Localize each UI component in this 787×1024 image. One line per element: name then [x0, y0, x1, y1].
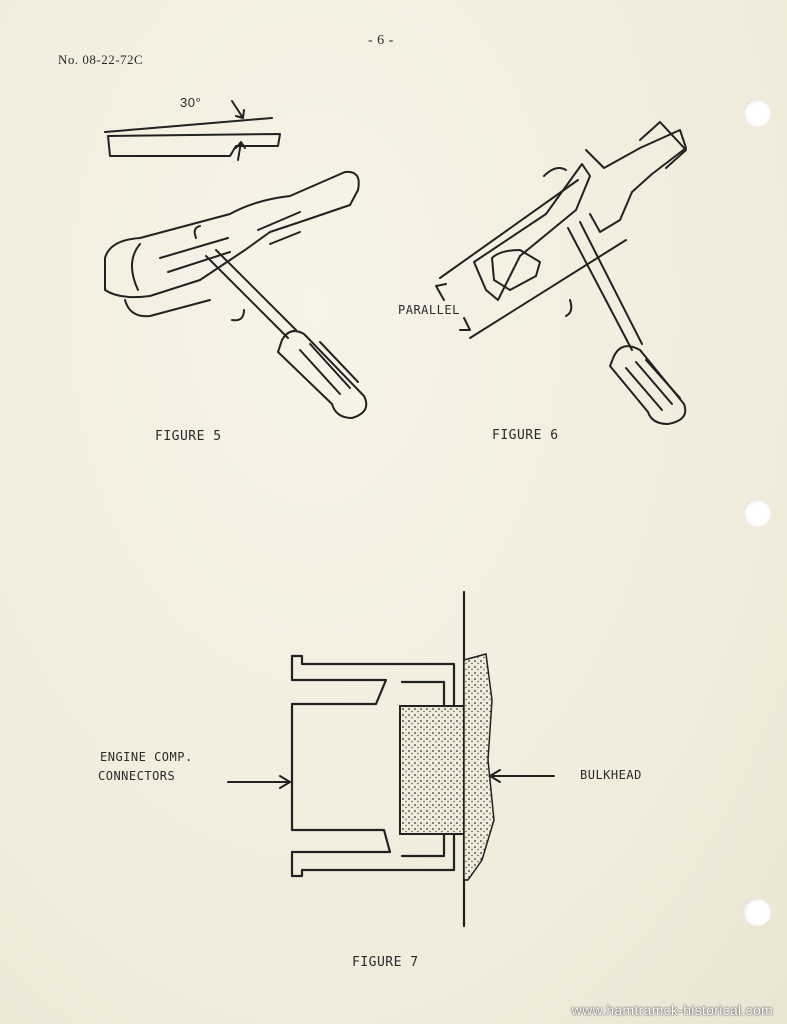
figure-6-caption: FIGURE 6: [492, 428, 559, 443]
website-watermark: www.hamtramck-historical.com: [571, 1002, 773, 1018]
angle-label: 30°: [180, 95, 202, 110]
document-number: No. 08-22-72C: [58, 52, 144, 67]
page-number: - 6 -: [368, 33, 394, 48]
binder-hole: [743, 898, 771, 926]
engine-label-line2: CONNECTORS: [98, 769, 176, 783]
bulkhead-label: BULKHEAD: [580, 768, 642, 782]
binder-hole: [743, 499, 771, 527]
figure-7-caption: FIGURE 7: [352, 955, 419, 970]
engine-label-line1: ENGINE COMP.: [100, 750, 193, 764]
binder-hole: [743, 99, 771, 127]
parallel-label: PARALLEL: [398, 303, 460, 317]
figure-5-caption: FIGURE 5: [155, 429, 222, 444]
